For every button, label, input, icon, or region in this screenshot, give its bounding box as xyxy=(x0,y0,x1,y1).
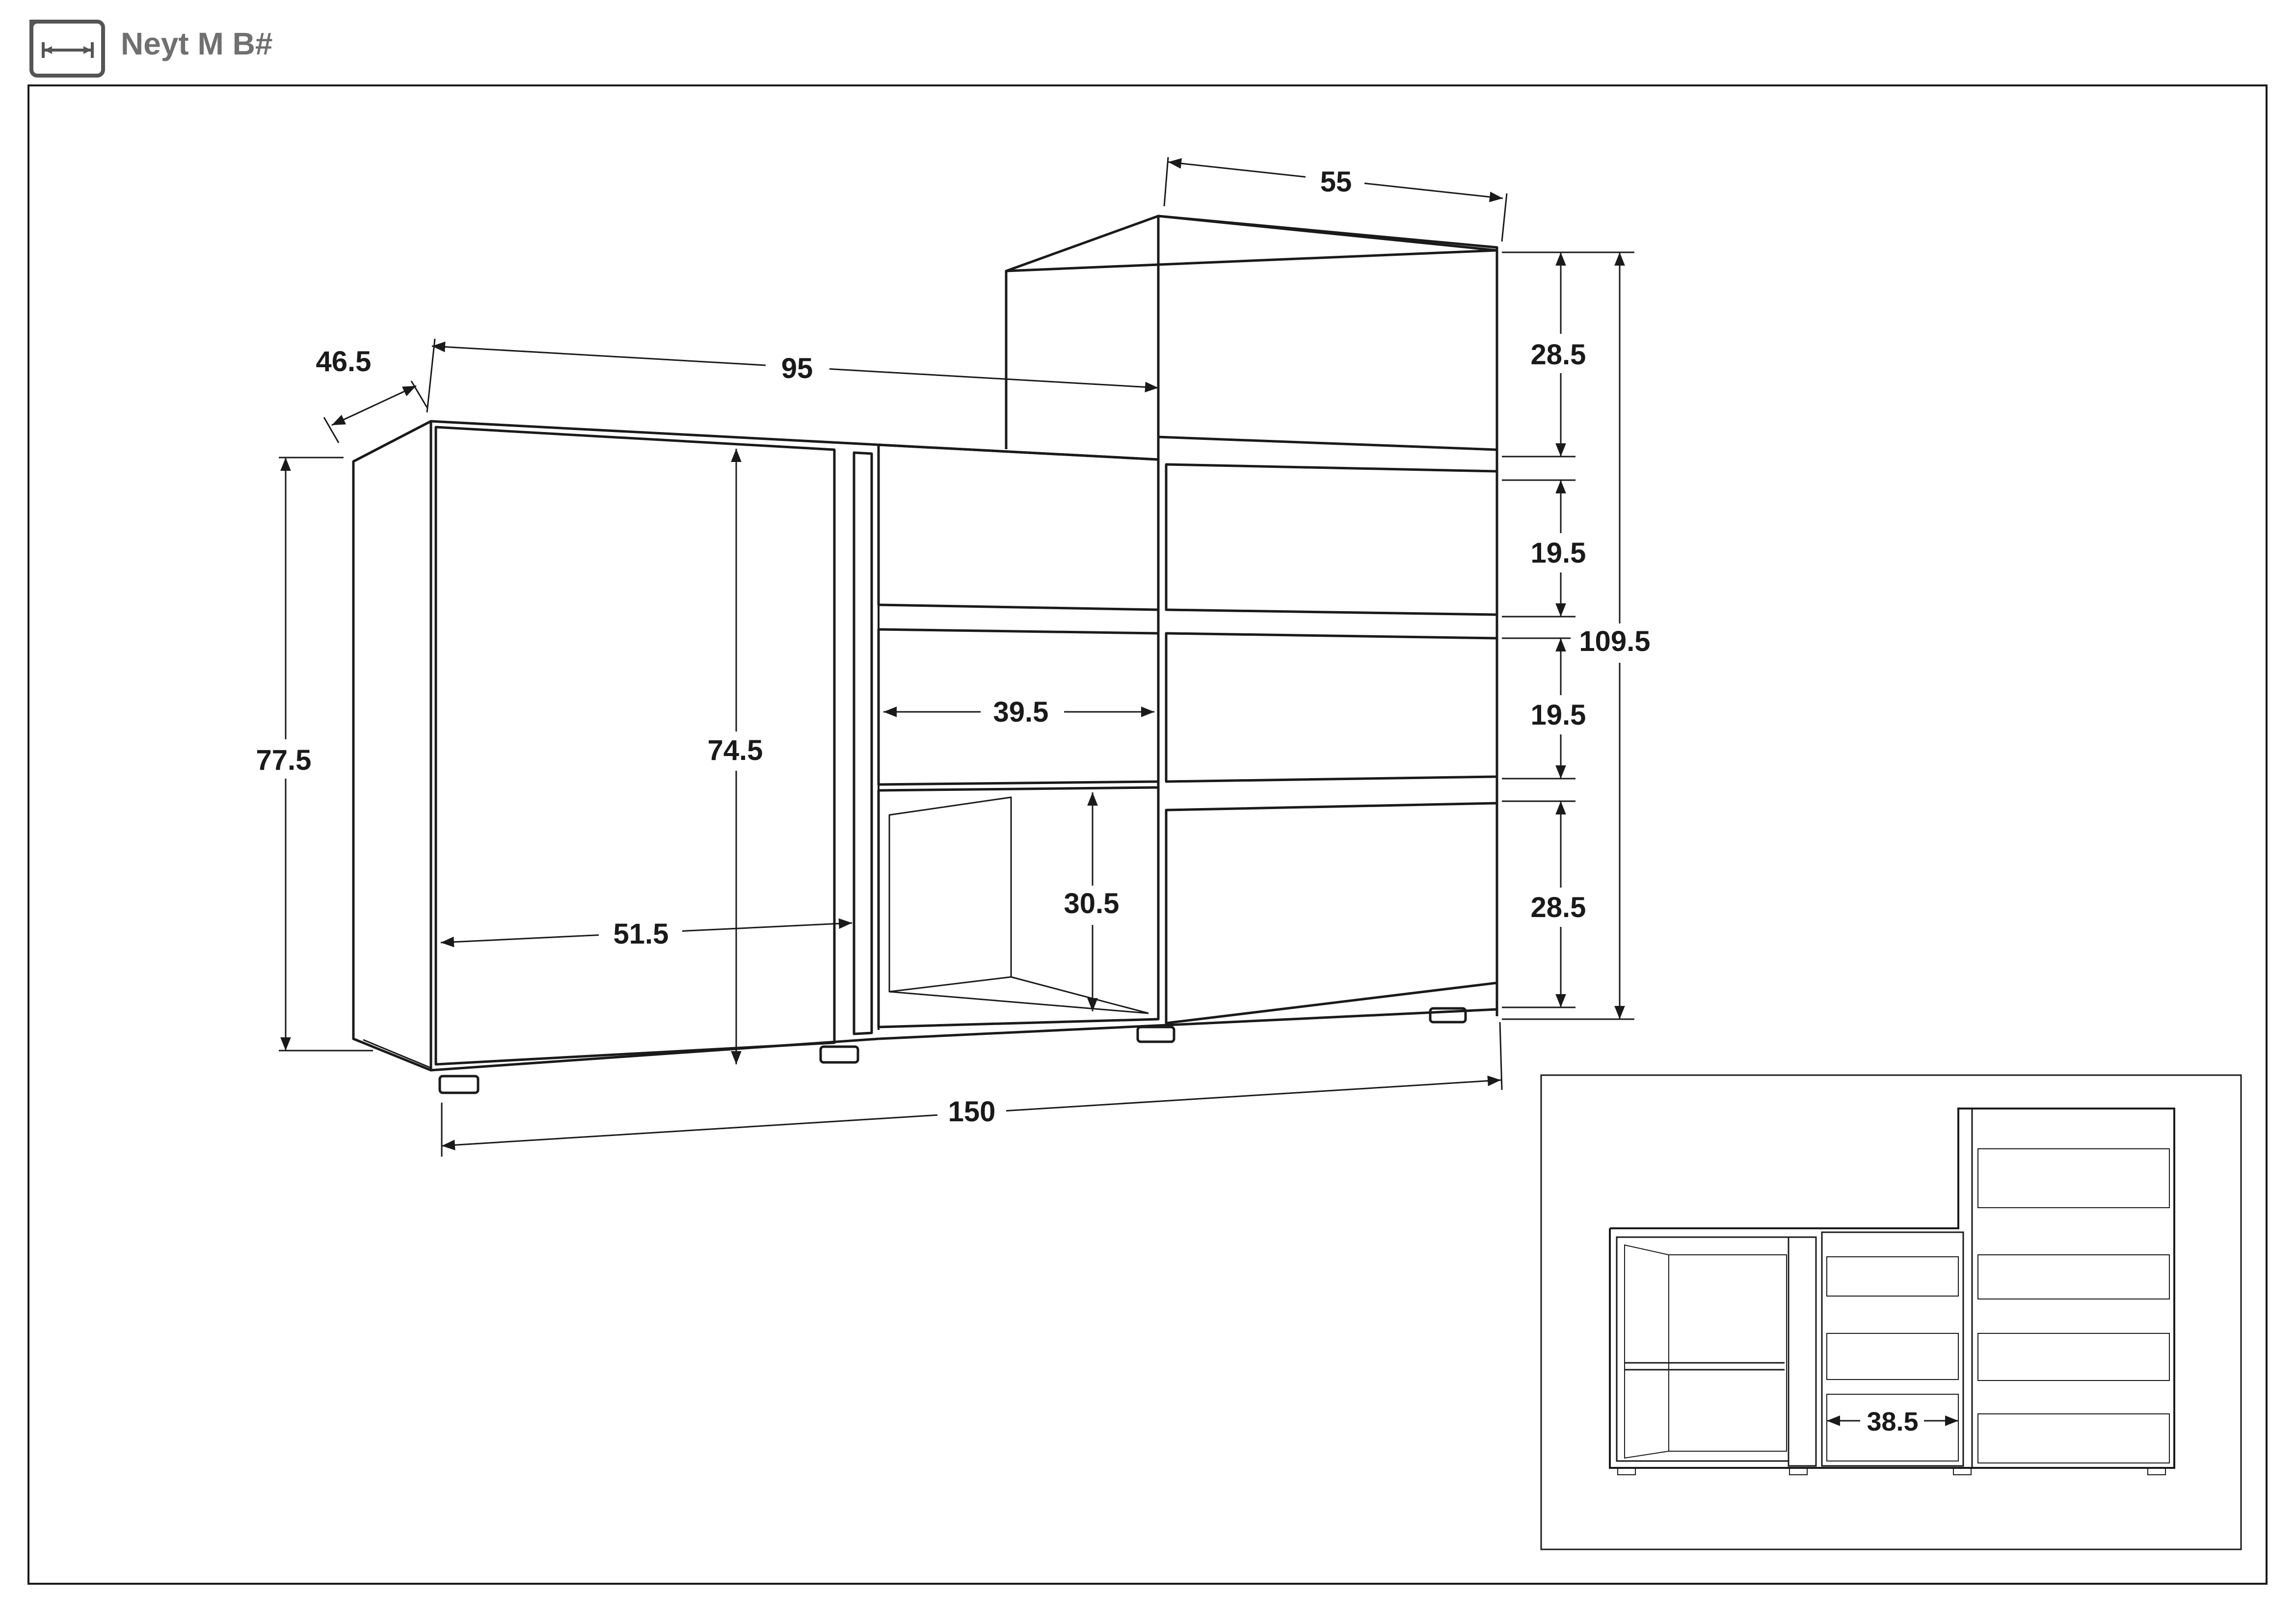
door-edge-strip xyxy=(853,451,873,1035)
dim-drawer-height-1: 19.5 xyxy=(1531,537,1586,569)
dim-total-height: 109.5 xyxy=(1579,625,1650,657)
dimension-lines xyxy=(279,157,1634,1157)
dim-lower-drawer-height: 28.5 xyxy=(1531,892,1586,923)
dim-upper-drawer-height: 28.5 xyxy=(1531,339,1586,371)
dim-drawer-height-2: 19.5 xyxy=(1531,699,1586,731)
dim-depth: 46.5 xyxy=(316,346,372,378)
inset-frame xyxy=(1540,1074,2242,1550)
header-icon xyxy=(29,20,105,78)
dimension-labels: 46.5 95 55 28.5 19.5 109.5 19.5 28.5 77.… xyxy=(245,163,1659,1130)
foot-3 xyxy=(1136,1026,1175,1043)
right-drawer-3 xyxy=(1165,632,1498,783)
foot-1 xyxy=(438,1075,480,1094)
drawing-title: Neyt M B# xyxy=(121,26,273,61)
dim-upper-depth: 55 xyxy=(1320,166,1352,198)
dim-door-height: 74.5 xyxy=(708,734,763,766)
foot-4 xyxy=(1429,1007,1467,1024)
inset-view xyxy=(1540,1074,2242,1550)
tall-column-top xyxy=(1005,215,1498,272)
inset-drawer-right-4 xyxy=(1977,1413,2170,1463)
left-side-panel xyxy=(352,420,432,1072)
main-cabinet-view xyxy=(352,215,1498,1094)
inset-drawer-mid-2 xyxy=(1826,1333,1959,1380)
inset-drawer-right-1 xyxy=(1977,1148,2170,1208)
middle-drawer-upper xyxy=(877,443,1160,611)
dim-door-width: 51.5 xyxy=(614,918,669,950)
inset-drawer-right-3 xyxy=(1977,1333,2170,1381)
open-shelf-inner xyxy=(888,796,1012,993)
dim-drawer-width: 39.5 xyxy=(993,696,1049,728)
right-drawer-4 xyxy=(1165,802,1498,1025)
dim-total-width: 150 xyxy=(948,1096,996,1128)
dim-inner-drawer-width: 38.5 xyxy=(1867,1407,1918,1436)
inset-drawer-right-2 xyxy=(1977,1254,2170,1299)
dim-shelf-height: 30.5 xyxy=(1064,888,1120,920)
right-drawer-1 xyxy=(1157,215,1498,451)
right-drawer-2 xyxy=(1165,463,1498,616)
dim-side-height: 77.5 xyxy=(256,744,312,776)
dim-top-width: 95 xyxy=(781,352,813,384)
inset-drawer-mid-1 xyxy=(1826,1256,1959,1297)
foot-2 xyxy=(819,1045,859,1064)
page-frame xyxy=(27,84,2268,1585)
